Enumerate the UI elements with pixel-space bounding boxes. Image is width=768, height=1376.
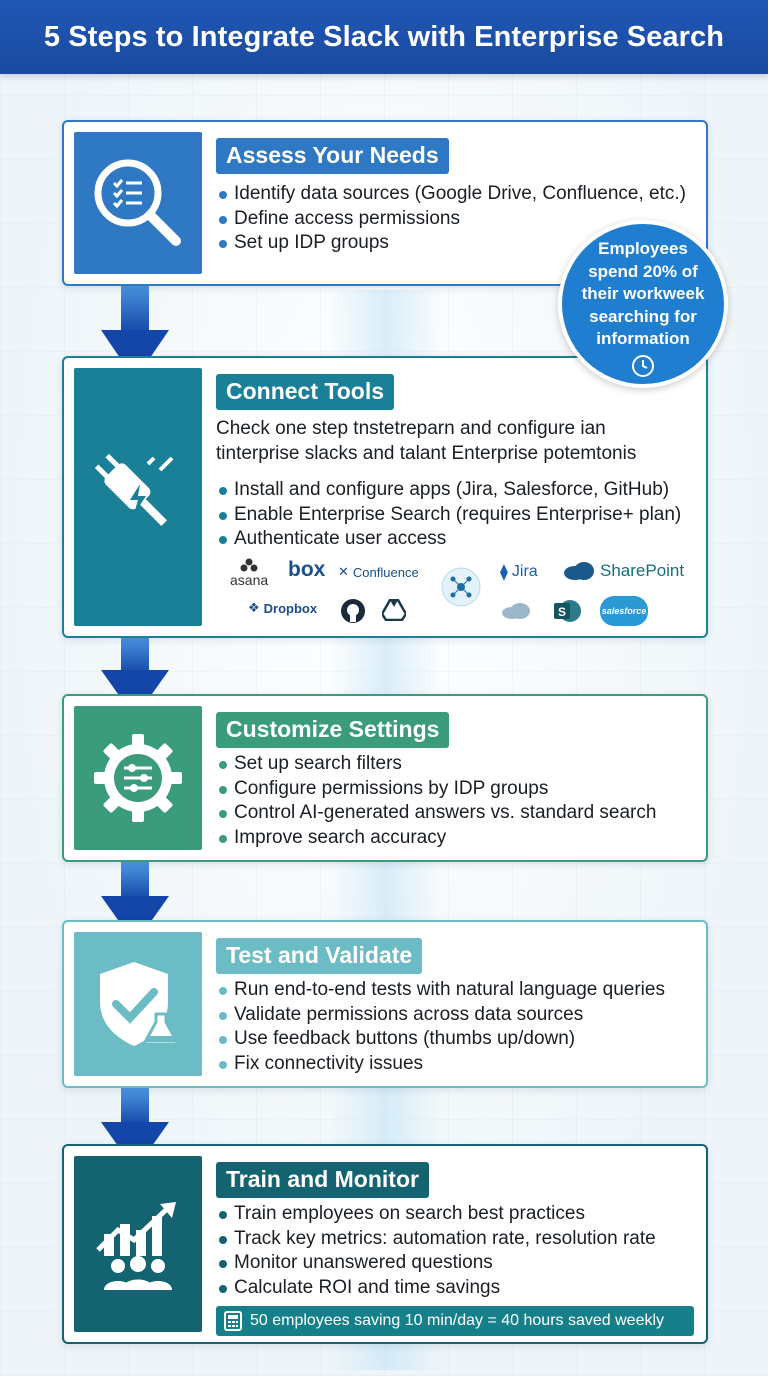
list-item: Set up IDP groups: [216, 231, 686, 256]
stat-line: Employees: [598, 239, 688, 258]
page-header: 5 Steps to Integrate Slack with Enterpri…: [0, 0, 768, 74]
step-intro: Check one step tnstetreparn and configur…: [216, 416, 636, 466]
asana-logo: asana: [230, 558, 268, 588]
step-card-customize: Customize Settings Set up search filters…: [62, 694, 708, 862]
step-icon-box: [74, 132, 202, 274]
step-title: Connect Tools: [216, 374, 395, 410]
jira-logo: ⧫ Jira: [500, 563, 538, 581]
list-item: Use feedback buttons (thumbs up/down): [216, 1027, 665, 1052]
checklist-magnifier-icon: [94, 159, 181, 246]
jira-icon: ⧫: [500, 564, 508, 581]
step-bullets: Identify data sources (Google Drive, Con…: [216, 182, 686, 256]
step-card-connect: Connect Tools Check one step tnstetrepar…: [62, 356, 708, 638]
roi-note-text: 50 employees saving 10 min/day = 40 hour…: [250, 1312, 665, 1329]
page-title: 5 Steps to Integrate Slack with Enterpri…: [43, 20, 725, 53]
salesforce-logo: salesforce: [600, 596, 648, 626]
step-icon-box: [74, 1156, 202, 1332]
list-item: Calculate ROI and time savings: [216, 1276, 656, 1301]
plug-icon: [94, 453, 174, 526]
step-title: Test and Validate: [216, 938, 423, 974]
svg-text:S: S: [558, 605, 566, 619]
step-icon-box: [74, 706, 202, 850]
confluence-icon: ✕: [338, 564, 349, 579]
list-item: Fix connectivity issues: [216, 1052, 665, 1077]
box-logo: box: [288, 558, 326, 581]
dropbox-icon: ❖: [248, 600, 260, 615]
list-item: Monitor unanswered questions: [216, 1251, 656, 1276]
list-item: Validate permissions across data sources: [216, 1003, 665, 1028]
list-item: Run end-to-end tests with natural langua…: [216, 978, 665, 1003]
step-title: Assess Your Needs: [216, 138, 449, 174]
sharepoint-logo: SharePoint: [562, 561, 684, 581]
list-item: Define access permissions: [216, 207, 686, 232]
list-item: Configure permissions by IDP groups: [216, 777, 656, 802]
step-bullets: Set up search filters Configure permissi…: [216, 752, 656, 850]
roi-note: 50 employees saving 10 min/day = 40 hour…: [216, 1306, 694, 1336]
step-bullets: Run end-to-end tests with natural langua…: [216, 978, 665, 1076]
intro-line: tinterprise slacks and talant Enterprise…: [216, 443, 637, 464]
stat-line: their workweek: [581, 284, 705, 303]
stat-line: searching for: [589, 306, 697, 326]
sharepoint-icon: S: [554, 600, 581, 622]
list-item: Control AI-generated answers vs. standar…: [216, 801, 656, 826]
list-item: Enable Enterprise Search (requires Enter…: [216, 503, 681, 528]
list-item: Train employees on search best practices: [216, 1202, 656, 1227]
cloud-icon: [564, 562, 594, 580]
step-title: Train and Monitor: [216, 1162, 429, 1198]
step-card-train: Train and Monitor Train employees on sea…: [62, 1144, 708, 1344]
github-icon: [341, 599, 365, 623]
chart-people-icon: [96, 1202, 176, 1290]
list-item: Track key metrics: automation rate, reso…: [216, 1227, 656, 1252]
onedrive-icon: [502, 603, 530, 619]
step-icon-box: [74, 368, 202, 626]
step-bullets: Train employees on search best practices…: [216, 1202, 656, 1300]
calculator-icon: [224, 1311, 242, 1331]
shield-check-flask-icon: [100, 962, 181, 1046]
list-item: Set up search filters: [216, 752, 656, 777]
list-item: Install and configure apps (Jira, Salesf…: [216, 478, 681, 503]
confluence-logo: ✕ Confluence: [338, 564, 419, 580]
step-title: Customize Settings: [216, 712, 450, 748]
step-icon-box: [74, 932, 202, 1076]
step-card-test: Test and Validate Run end-to-end tests w…: [62, 920, 708, 1088]
list-item: Authenticate user access: [216, 527, 681, 552]
gear-sliders-icon: [94, 734, 182, 822]
step-bullets: Install and configure apps (Jira, Salesf…: [216, 478, 681, 552]
clock-icon: [632, 354, 654, 377]
list-item: Improve search accuracy: [216, 826, 656, 851]
list-item: Identify data sources (Google Drive, Con…: [216, 182, 686, 207]
asana-icon: [240, 558, 258, 572]
google-drive-icon: [382, 599, 406, 621]
stat-line: information: [596, 329, 690, 348]
dropbox-logo: ❖ Dropbox: [248, 600, 318, 616]
stat-line: spend 20% of: [588, 261, 698, 281]
intro-line: Check one step tnstetreparn and configur…: [216, 418, 606, 439]
stat-callout: Employees spend 20% of their workweek se…: [558, 220, 728, 388]
hub-icon: [441, 567, 481, 607]
